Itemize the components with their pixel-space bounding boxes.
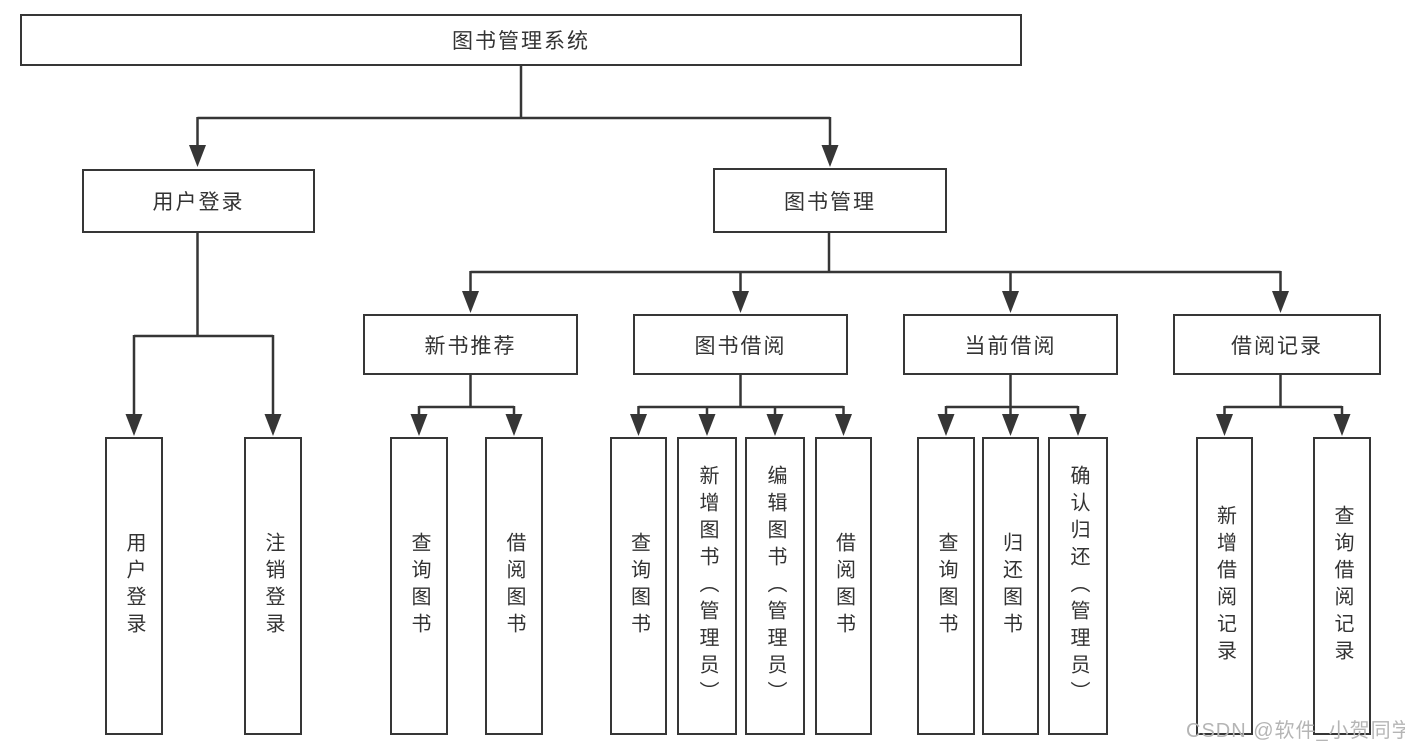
leaf-query-books-borrowing: 查询图书 (610, 437, 667, 735)
leaf-return-books: 归还图书 (982, 437, 1039, 735)
node-book-borrowing: 图书借阅 (633, 314, 848, 375)
node-book-management-branch: 图书管理 (713, 168, 947, 233)
watermark-text: CSDN @软件_小贺同学 (1186, 720, 1405, 742)
leaf-add-books-admin: 新增图书（管理员） (677, 437, 737, 735)
node-root-system: 图书管理系统 (20, 14, 1022, 66)
node-new-book-recommendation: 新书推荐 (363, 314, 578, 375)
leaf-query-books-current: 查询图书 (917, 437, 975, 735)
leaf-query-books-recommend: 查询图书 (390, 437, 448, 735)
leaf-borrow-books-recommend: 借阅图书 (485, 437, 543, 735)
leaf-borrow-books: 借阅图书 (815, 437, 872, 735)
node-user-login-branch: 用户登录 (82, 169, 315, 233)
leaf-user-login: 用户登录 (105, 437, 163, 735)
leaf-query-borrow-record: 查询借阅记录 (1313, 437, 1371, 735)
node-current-borrowing: 当前借阅 (903, 314, 1118, 375)
leaf-add-borrow-record: 新增借阅记录 (1196, 437, 1253, 735)
leaf-logout: 注销登录 (244, 437, 302, 735)
leaf-edit-books-admin: 编辑图书（管理员） (745, 437, 805, 735)
node-borrowing-records: 借阅记录 (1173, 314, 1381, 375)
leaf-confirm-return-admin: 确认归还（管理员） (1048, 437, 1108, 735)
